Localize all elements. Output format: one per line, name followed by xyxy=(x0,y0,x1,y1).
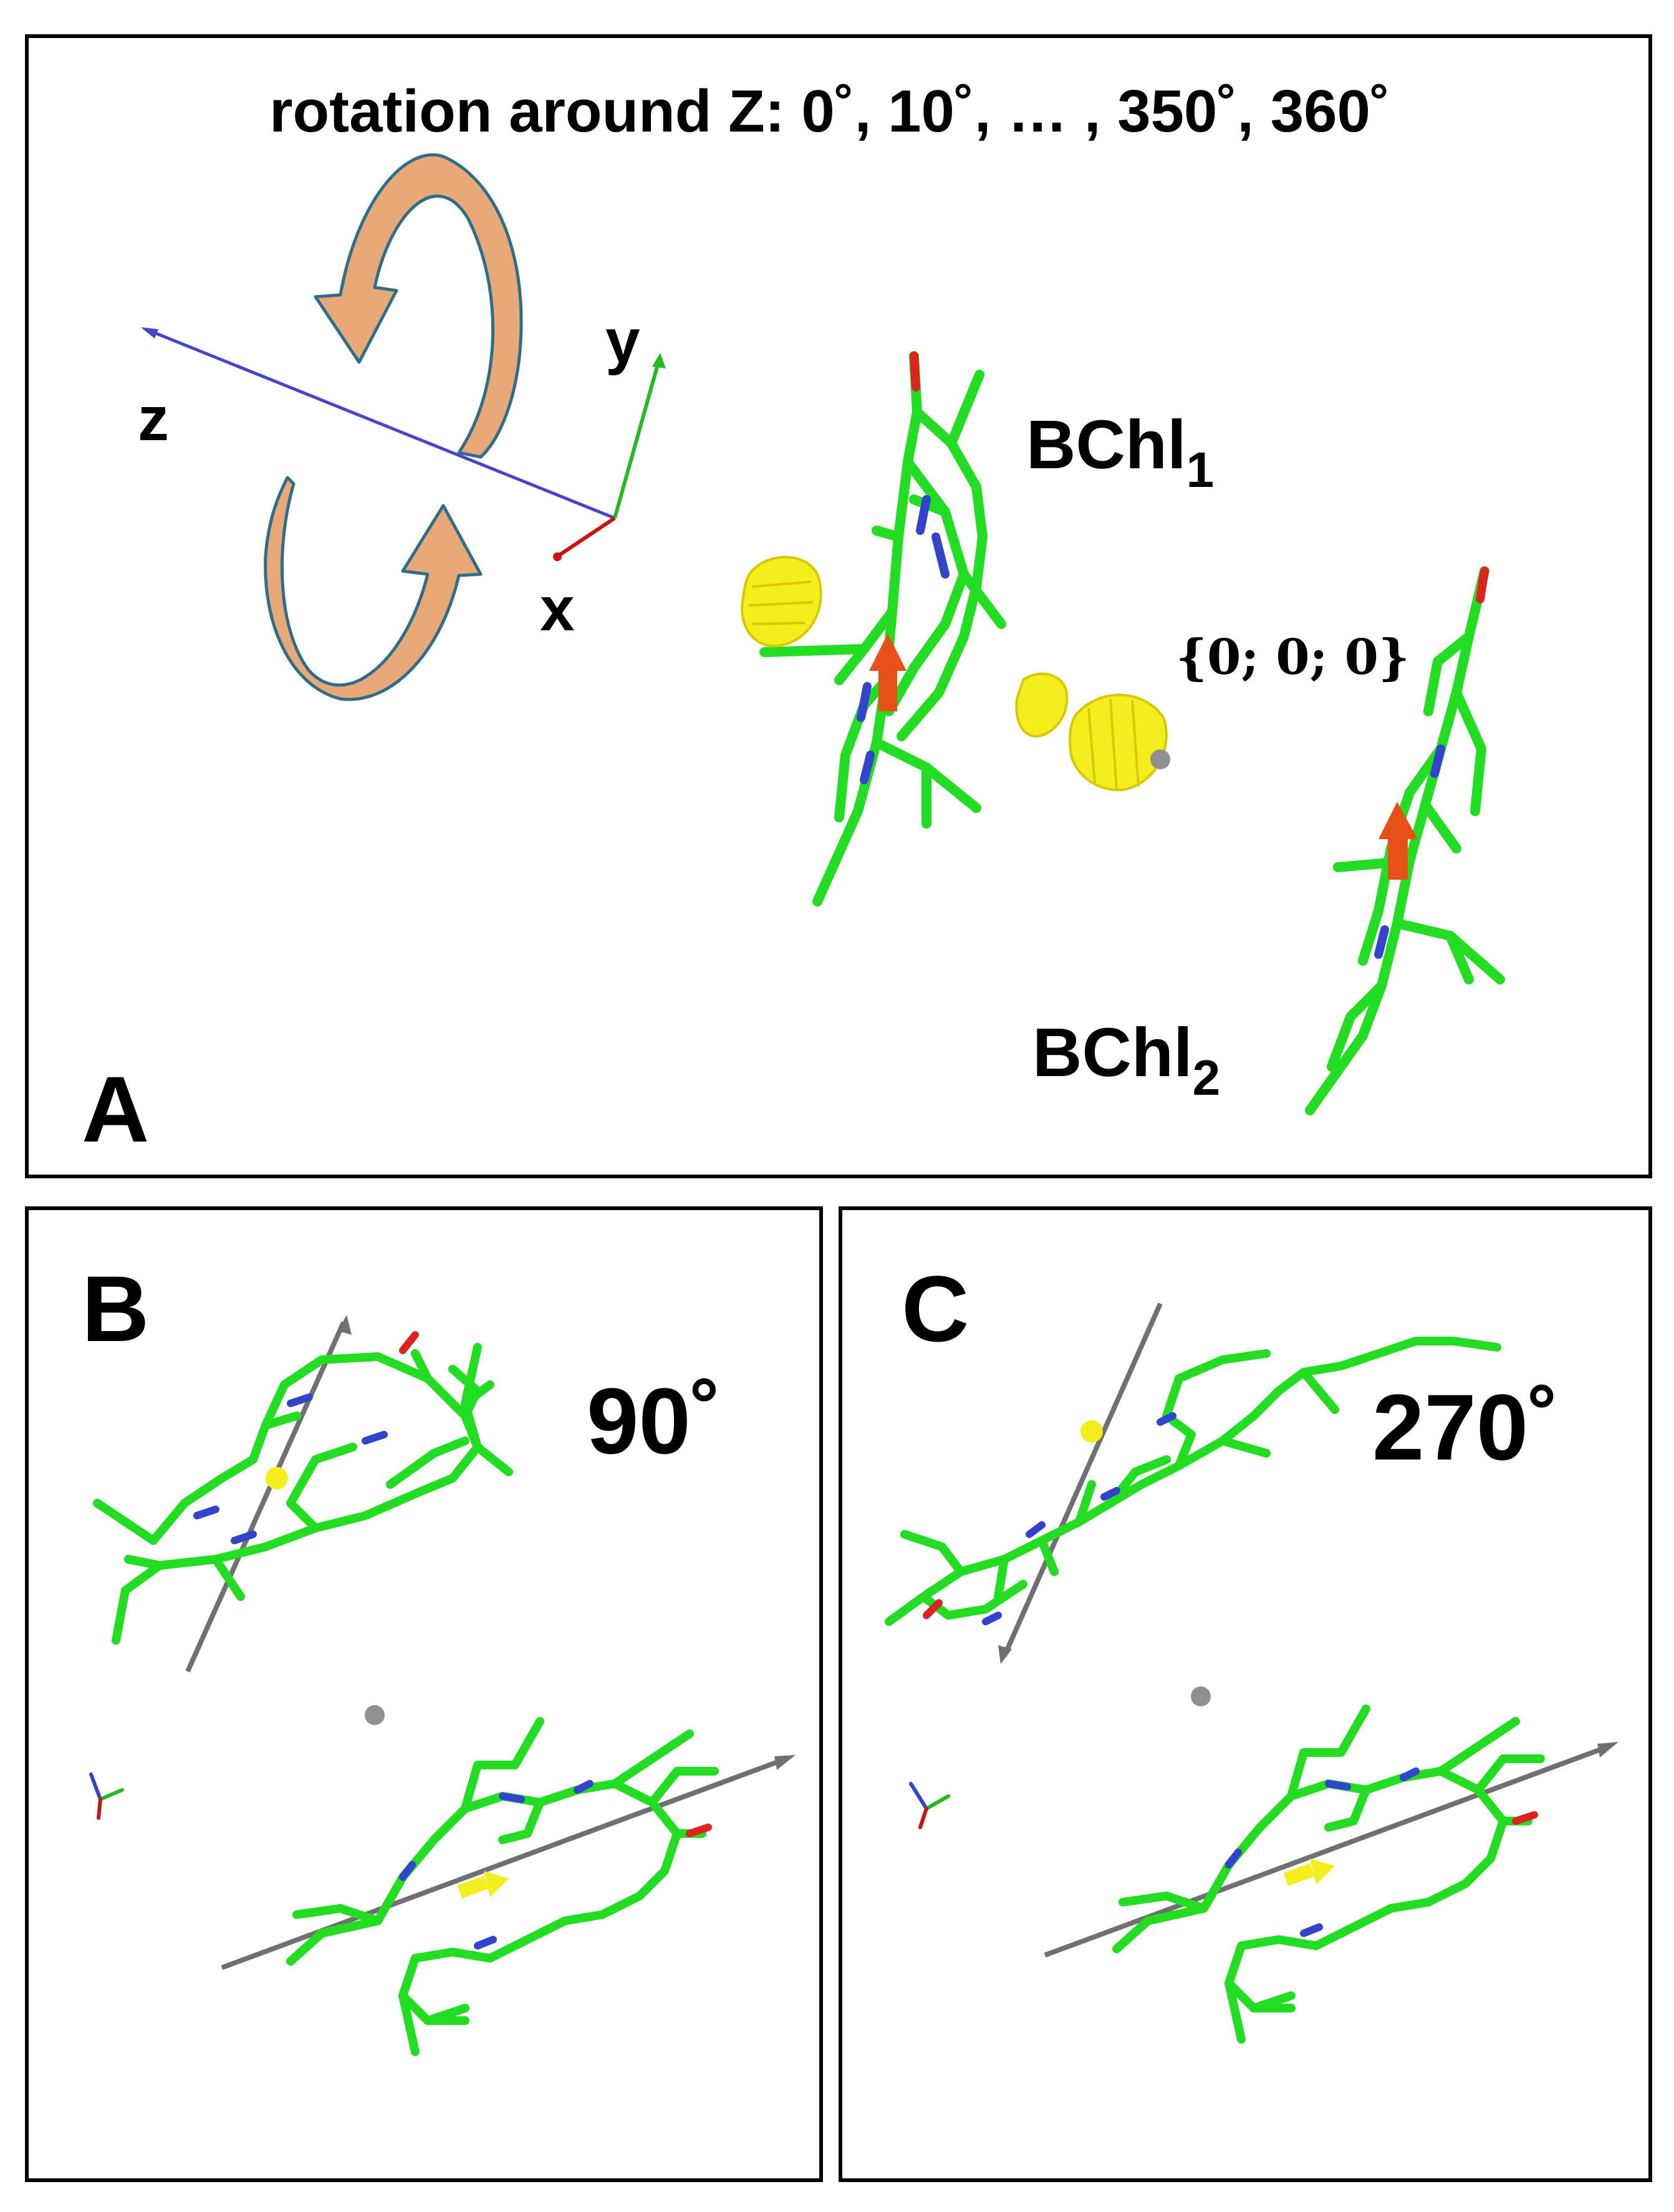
bchl1-label: BChl1 xyxy=(1026,406,1214,498)
bchl2-dipole-arrow-icon xyxy=(1378,802,1418,880)
panel-c-letter: C xyxy=(902,1256,969,1361)
panel-c-drawing: C 270˚ xyxy=(885,1256,1619,2044)
b-upper-heteroatoms xyxy=(193,1331,419,1544)
c-upper-heteroatoms xyxy=(923,1412,1176,1625)
density-blob-left-icon xyxy=(741,555,822,648)
y-axis-label: y xyxy=(605,306,640,376)
c-lower-dipole-tip xyxy=(1597,1742,1619,1758)
z-axis-line xyxy=(150,329,615,520)
c-upper-dipole-tip xyxy=(998,1645,1012,1664)
c-upper-density-icon xyxy=(1080,1420,1103,1443)
z-axis-label: z xyxy=(138,384,169,454)
b-lower-dipole-tip xyxy=(774,1755,796,1770)
panel-c: C 270˚ xyxy=(839,1206,1652,2182)
b-upper-density-icon xyxy=(266,1467,288,1489)
b-lower-molecule xyxy=(286,1717,719,2056)
c-lower-molecule xyxy=(1112,1705,1545,2044)
bchl2-heteroatoms xyxy=(1374,567,1489,959)
origin-point xyxy=(1150,749,1170,769)
b-lower-heteroatoms xyxy=(399,1780,712,1950)
b-upper-molecule xyxy=(93,1343,513,1645)
b-lower-dipole-line xyxy=(221,1756,787,1970)
panel-a-drawing: rotation around Z: 0˚, 10˚, … , 350˚, 36… xyxy=(82,78,1505,1161)
panel-b-drawing: B 90˚ xyxy=(82,1256,796,2056)
density-blob-right-icon xyxy=(1069,693,1168,792)
x-axis-label: x xyxy=(540,574,575,644)
b-lower-density-arrow-icon xyxy=(457,1871,509,1898)
rotation-arrow-icon xyxy=(264,153,523,701)
bchl1-heteroatoms xyxy=(857,352,950,784)
c-axis-triad-icon xyxy=(909,1782,950,1829)
panel-a: rotation around Z: 0˚, 10˚, … , 350˚, 36… xyxy=(25,34,1652,1178)
y-axis-line xyxy=(613,362,660,519)
bchl2-label: BChl2 xyxy=(1032,1014,1220,1105)
panel-c-angle: 270˚ xyxy=(1372,1375,1559,1479)
c-lower-heteroatoms xyxy=(1225,1767,1538,1937)
b-upper-dipole-tip xyxy=(338,1315,352,1335)
panel-b: B 90˚ xyxy=(25,1206,823,2182)
x-axis-line xyxy=(557,516,616,557)
density-blob-small-icon xyxy=(1015,672,1069,738)
y-axis-tip xyxy=(652,353,666,368)
c-upper-dipole-line xyxy=(1002,1302,1163,1657)
panel-b-angle: 90˚ xyxy=(587,1368,722,1473)
bchl1-molecule xyxy=(759,351,1006,906)
c-lower-density-arrow-icon xyxy=(1283,1859,1335,1886)
b-origin-point xyxy=(365,1705,385,1725)
c-lower-dipole-line xyxy=(1044,1744,1610,1958)
c-origin-point xyxy=(1191,1686,1211,1706)
panel-a-title: rotation around Z: 0˚, 10˚, … , 350˚, 36… xyxy=(269,78,1390,145)
panel-b-letter: B xyxy=(82,1256,149,1361)
bchl1-dipole-arrow-icon xyxy=(869,633,907,711)
origin-label: {0; 0; 0} xyxy=(1176,629,1410,686)
x-axis-tip xyxy=(553,552,562,561)
b-upper-dipole-line xyxy=(185,1321,346,1673)
b-axis-triad-icon xyxy=(89,1772,124,1820)
z-axis-tip xyxy=(141,327,158,339)
panel-a-letter: A xyxy=(82,1057,149,1161)
